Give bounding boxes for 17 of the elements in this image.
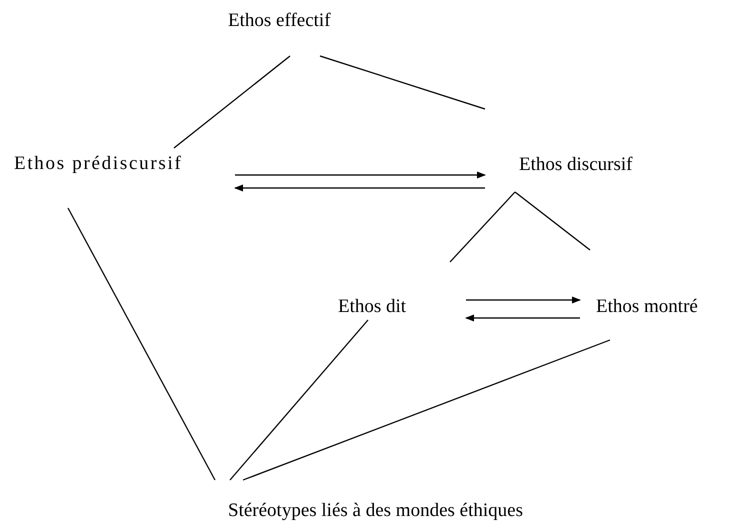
connector-line [67, 208, 216, 480]
connector-line [242, 339, 610, 481]
arrow [465, 314, 580, 322]
connector-line [174, 56, 290, 148]
concept-label: Ethos discursif [519, 154, 632, 175]
arrow [466, 296, 581, 304]
connector-line [514, 192, 590, 250]
concept-label: Ethos effectif [228, 10, 331, 31]
connector-line [320, 55, 486, 110]
concept-label: Stéréotypes liés à des mondes éthiques [228, 500, 523, 521]
concept-label: Ethos dit [338, 296, 406, 317]
arrow [234, 184, 485, 192]
connector-line [450, 192, 516, 262]
concept-label: Ethos montré [596, 296, 698, 317]
concept-label: Ethos prédiscursif [14, 153, 183, 174]
connector-line [230, 320, 368, 480]
arrow [235, 171, 486, 179]
